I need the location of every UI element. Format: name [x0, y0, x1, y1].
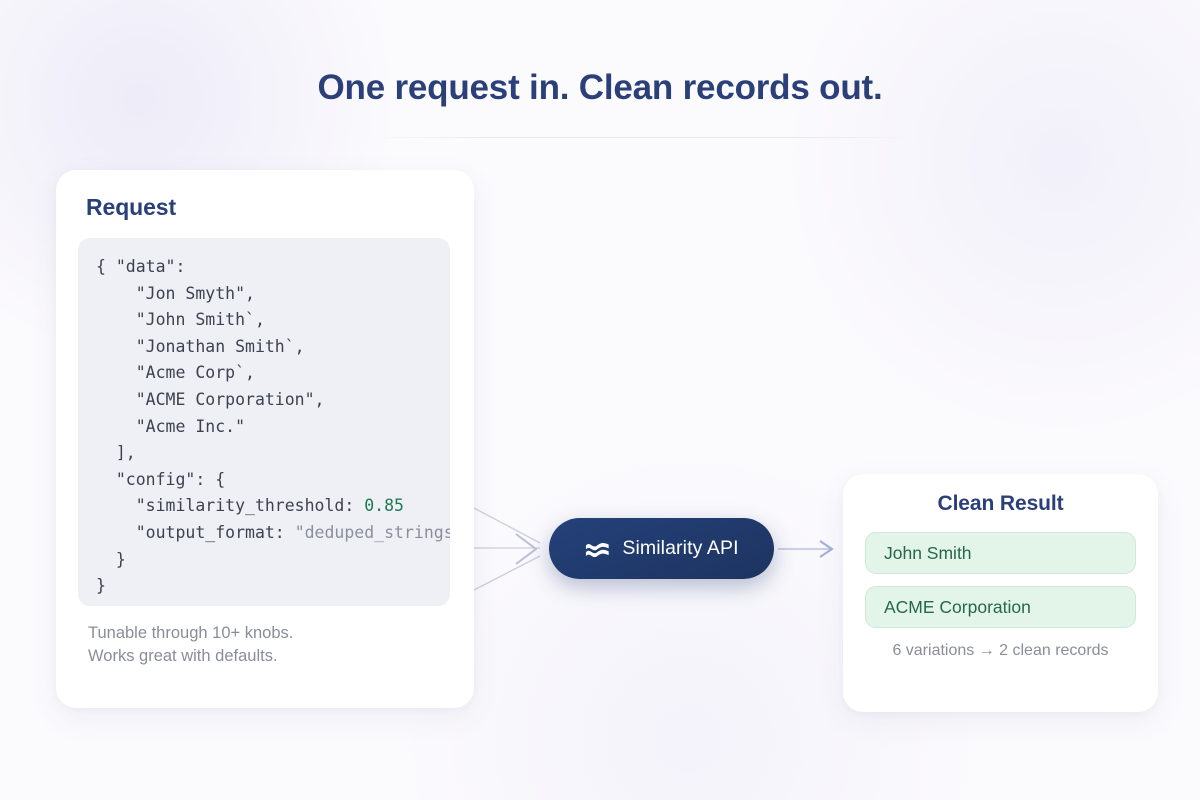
request-code-block[interactable]: { "data": "Jon Smyth", "John Smith`, "Jo…	[78, 238, 450, 606]
note-line-2: Works great with defaults.	[88, 647, 278, 665]
code-line-3: "John Smith`,	[96, 310, 265, 330]
approximately-equal-wave-icon	[586, 542, 610, 557]
similarity-api-label: Similarity API	[622, 537, 739, 559]
similarity-threshold-value: 0.85	[364, 496, 404, 516]
result-summary: 6 variations → 2 clean records	[892, 642, 1109, 659]
output-format-value: "deduped_strings"	[294, 522, 450, 542]
code-line-7: "Acme Inc."	[96, 416, 246, 436]
request-code-content: { "data": "Jon Smyth", "John Smith`, "Jo…	[96, 254, 450, 600]
code-line-11-key: "output_format:	[96, 522, 295, 542]
similarity-api-badge[interactable]: Similarity API	[549, 518, 774, 579]
note-line-1: Tunable through 10+ knobs.	[88, 624, 294, 642]
code-line-12: }	[96, 549, 126, 569]
title-divider	[370, 137, 915, 138]
code-line-8: ],	[96, 443, 136, 463]
page-title: One request in. Clean records out.	[317, 68, 883, 107]
code-line-2: "Jon Smyth",	[96, 283, 255, 303]
code-line-4: "Jonathan Smith`,	[96, 336, 305, 356]
code-line-13: }	[96, 576, 106, 596]
request-card-note: Tunable through 10+ knobs. Works great w…	[88, 622, 293, 668]
result-chip-1-label: John Smith	[884, 542, 972, 563]
code-line-10-key: "similarity_threshold:	[96, 496, 365, 516]
background-bloom-right	[780, 0, 1200, 440]
code-line-1: { "data":	[96, 257, 186, 276]
code-line-9: "config": {	[96, 469, 226, 489]
result-card-title: Clean Result	[937, 492, 1064, 515]
code-line-5: "Acme Corp`,	[96, 363, 255, 383]
result-chip-2-label: ACME Corporation	[884, 596, 1031, 617]
result-chip-1[interactable]: John Smith	[865, 532, 1136, 574]
code-line-6: "ACME Corporation",	[96, 389, 325, 409]
result-card: Clean Result John Smith ACME Corporation…	[843, 474, 1158, 712]
request-card-title: Request	[86, 194, 177, 220]
result-chip-2[interactable]: ACME Corporation	[865, 586, 1136, 628]
